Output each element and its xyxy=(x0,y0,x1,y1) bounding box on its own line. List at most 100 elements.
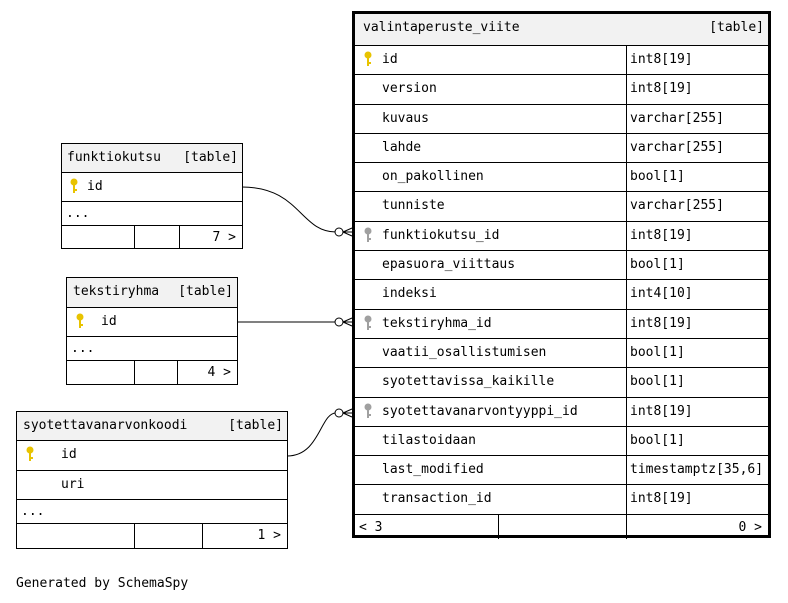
table-tag: [table] xyxy=(183,150,238,165)
column-row: id int8[19] xyxy=(355,46,768,76)
primary-key-icon xyxy=(76,313,84,328)
column-type: int8[19] xyxy=(630,315,693,331)
column-row: vaatii_osallistumisen bool[1] xyxy=(355,338,768,369)
column-name: tilastoidaan xyxy=(382,432,476,448)
column-name: last_modified xyxy=(382,462,484,478)
column-type: int8[19] xyxy=(630,403,693,419)
column-name: vaatii_osallistumisen xyxy=(382,344,547,360)
column-type: int8[19] xyxy=(630,227,693,243)
column-type: bool[1] xyxy=(630,374,685,390)
column-type: varchar[255] xyxy=(630,139,724,155)
children-count[interactable]: 0 > xyxy=(738,519,762,535)
column-type: bool[1] xyxy=(630,169,685,185)
column-divider xyxy=(626,104,627,133)
column-name: tunniste xyxy=(382,198,445,214)
column-divider xyxy=(626,426,627,456)
column-row: uri xyxy=(17,471,287,500)
column-name: version xyxy=(382,81,437,97)
column-row: syotettavissa_kaikille bool[1] xyxy=(355,368,768,398)
column-divider xyxy=(626,338,627,368)
table-tag: [table] xyxy=(178,284,233,299)
column-row: syotettavanarvontyyppi_id int8[19] xyxy=(355,397,768,427)
table-tekstiryhma[interactable]: tekstiryhma [table] id ... 4 > xyxy=(66,277,238,385)
column-name: transaction_id xyxy=(382,491,492,507)
column-row: tunniste varchar[255] xyxy=(355,192,768,222)
column-divider xyxy=(626,368,627,397)
children-count[interactable]: 1 > xyxy=(257,528,281,543)
column-type: int8[19] xyxy=(630,81,693,97)
column-type: bool[1] xyxy=(630,344,685,360)
column-row: id xyxy=(62,173,242,202)
column-name: epasuora_viittaus xyxy=(382,257,516,273)
table-header: syotettavanarvonkoodi [table] xyxy=(17,412,287,441)
column-divider xyxy=(626,251,627,280)
link-funktiokutsu xyxy=(241,186,352,233)
column-type: int8[19] xyxy=(630,491,693,507)
column-name: id xyxy=(61,447,77,462)
column-type: timestamptz[35,6] xyxy=(630,462,764,478)
column-divider xyxy=(626,280,627,309)
column-name: id xyxy=(87,179,103,194)
column-divider xyxy=(626,485,627,514)
column-type: varchar[255] xyxy=(630,198,724,214)
column-row: kuvaus varchar[255] xyxy=(355,104,768,134)
column-name: id xyxy=(382,52,398,67)
column-type: int4[10] xyxy=(630,286,693,302)
column-name: syotettavissa_kaikille xyxy=(382,374,555,390)
parents-count[interactable]: < 3 xyxy=(359,519,383,535)
table-name: syotettavanarvonkoodi xyxy=(23,418,188,433)
column-divider xyxy=(626,46,627,75)
column-row: version int8[19] xyxy=(355,75,768,105)
primary-key-icon xyxy=(364,51,372,66)
column-row: tekstiryhma_id int8[19] xyxy=(355,309,768,339)
children-count[interactable]: 4 > xyxy=(207,365,231,380)
column-name: syotettavanarvontyyppi_id xyxy=(382,403,578,419)
column-type: bool[1] xyxy=(630,432,685,448)
column-divider xyxy=(626,456,627,485)
column-row: last_modified timestamptz[35,6] xyxy=(355,456,768,486)
column-row: id xyxy=(67,308,237,337)
table-syotettavanarvonkoodi[interactable]: syotettavanarvonkoodi [table] id uri ...… xyxy=(16,411,288,549)
generated-by-caption: Generated by SchemaSpy xyxy=(16,576,189,591)
column-name: funktiokutsu_id xyxy=(382,227,500,243)
column-divider xyxy=(626,397,627,426)
ellipsis-row: ... xyxy=(17,500,287,524)
foreign-key-icon xyxy=(364,403,372,418)
column-type: varchar[255] xyxy=(630,110,724,126)
table-name: valintaperuste_viite xyxy=(363,20,520,35)
table-footer: 4 > xyxy=(67,361,237,384)
table-header: tekstiryhma [table] xyxy=(67,278,237,308)
crowfoot-markers xyxy=(334,227,353,418)
column-row: tilastoidaan bool[1] xyxy=(355,426,768,457)
ellipsis-row: ... xyxy=(62,202,242,226)
children-count[interactable]: 7 > xyxy=(212,230,236,245)
column-row: id xyxy=(17,441,287,471)
column-divider xyxy=(626,221,627,251)
primary-key-icon xyxy=(70,178,78,193)
foreign-key-icon xyxy=(364,227,372,242)
column-name: uri xyxy=(61,477,85,492)
column-row: funktiokutsu_id int8[19] xyxy=(355,221,768,252)
table-funktiokutsu[interactable]: funktiokutsu [table] id ... 7 > xyxy=(61,143,243,249)
column-row: lahde varchar[255] xyxy=(355,133,768,164)
table-footer: 1 > xyxy=(17,524,287,548)
table-name: funktiokutsu xyxy=(67,150,161,165)
table-footer: < 3 0 > xyxy=(355,514,768,539)
column-divider xyxy=(626,163,627,192)
primary-key-icon xyxy=(26,446,34,461)
column-divider xyxy=(626,192,627,221)
column-type: int8[19] xyxy=(630,52,693,67)
table-header: valintaperuste_viite [table] xyxy=(355,14,768,46)
column-name: kuvaus xyxy=(382,110,429,126)
column-name: tekstiryhma_id xyxy=(382,315,492,331)
column-name: id xyxy=(101,314,117,329)
foreign-key-icon xyxy=(364,315,372,330)
table-footer: 7 > xyxy=(62,226,242,248)
column-name: lahde xyxy=(382,139,422,155)
table-tag: [table] xyxy=(709,20,764,35)
column-type: bool[1] xyxy=(630,257,685,273)
